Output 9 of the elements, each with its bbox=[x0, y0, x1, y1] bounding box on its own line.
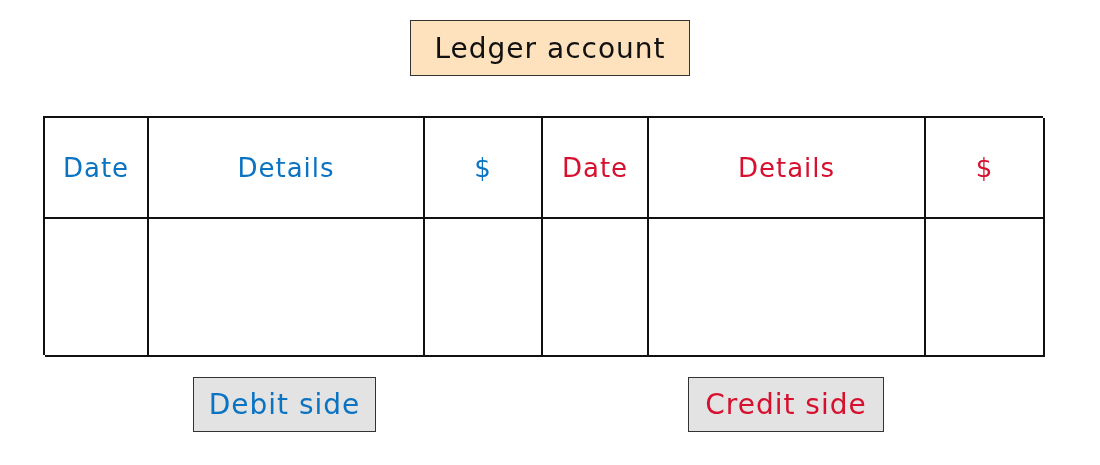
side-label-box: Credit side bbox=[688, 377, 884, 432]
title-box: Ledger account bbox=[410, 20, 690, 76]
column-header: $ bbox=[474, 152, 492, 183]
column-header: Details bbox=[737, 152, 836, 183]
column-header: Details bbox=[237, 152, 335, 183]
column-header: $ bbox=[975, 152, 994, 183]
column-header: Date bbox=[561, 152, 629, 183]
column-header: Date bbox=[62, 152, 130, 183]
side-label-box: Debit side bbox=[193, 377, 376, 432]
